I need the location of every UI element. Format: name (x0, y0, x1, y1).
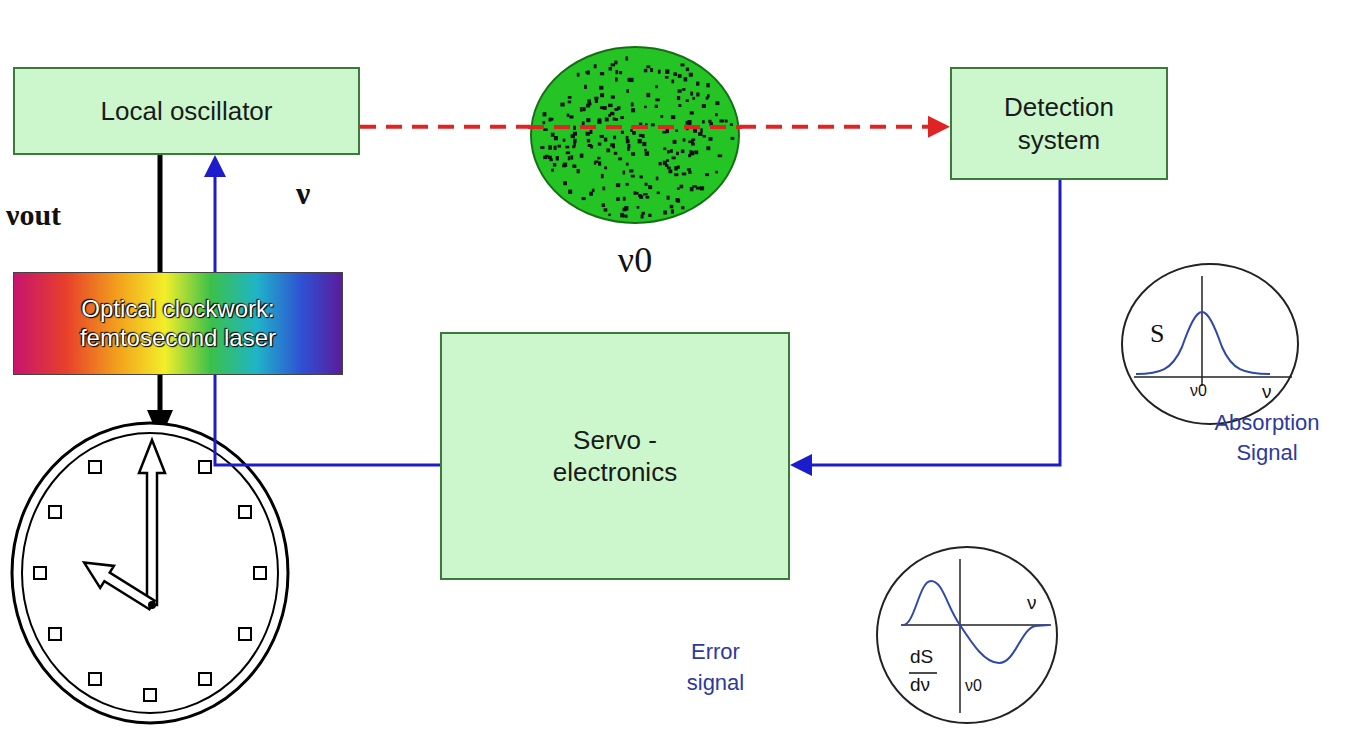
connector (790, 180, 1060, 476)
node-outline (1120, 262, 1300, 426)
caption-label: Absorption Signal (1182, 408, 1352, 467)
node-outline (528, 45, 742, 225)
connector (360, 126, 530, 127)
signal-label: ν (296, 176, 310, 211)
connector-line (740, 125, 930, 129)
axis-label: S (1150, 320, 1164, 349)
node-outline (875, 545, 1060, 725)
axis-label: dν (910, 675, 930, 696)
caption-label: Error signal (668, 637, 763, 699)
box-label: Detection system (984, 91, 1134, 156)
connector (740, 116, 950, 138)
box-label: Servo - electronics (530, 424, 700, 489)
atom-cloud: ν0 (528, 45, 742, 295)
process-box: Servo - electronics (440, 332, 790, 580)
arrowhead (928, 116, 950, 138)
minute-hand (139, 440, 165, 605)
axis-label: ν (1027, 593, 1037, 614)
axis-label: ν0 (1190, 382, 1207, 400)
output-line (158, 375, 163, 414)
hour-hand (77, 552, 159, 616)
clock-inner-rim (22, 433, 278, 713)
signal-label: νout (6, 198, 61, 231)
process-box: Local oscillator (13, 67, 360, 155)
connector (160, 155, 161, 272)
box-label: Optical clockwork: femtosecond laser (33, 295, 323, 353)
clock-rim (12, 423, 288, 723)
signal-inset: dS dν ν0 νError signal (660, 545, 1065, 728)
femtosecond-laser-box: Optical clockwork: femtosecond laser (13, 272, 343, 375)
axis-label: ν (1262, 382, 1272, 403)
arrowhead (790, 454, 812, 476)
connector-line (810, 180, 1060, 465)
connector-line (158, 155, 163, 272)
signal-inset: Sν0 νAbsorption Signal (1120, 262, 1355, 467)
clock-pivot (148, 601, 156, 609)
box-label: Local oscillator (101, 95, 273, 128)
arrowhead (204, 155, 226, 177)
process-box: Detection system (950, 67, 1168, 180)
frequency-label: ν0 (528, 241, 742, 281)
connector-line (360, 125, 530, 129)
axis-label: dS (910, 647, 933, 668)
axis-label: ν0 (965, 677, 982, 695)
